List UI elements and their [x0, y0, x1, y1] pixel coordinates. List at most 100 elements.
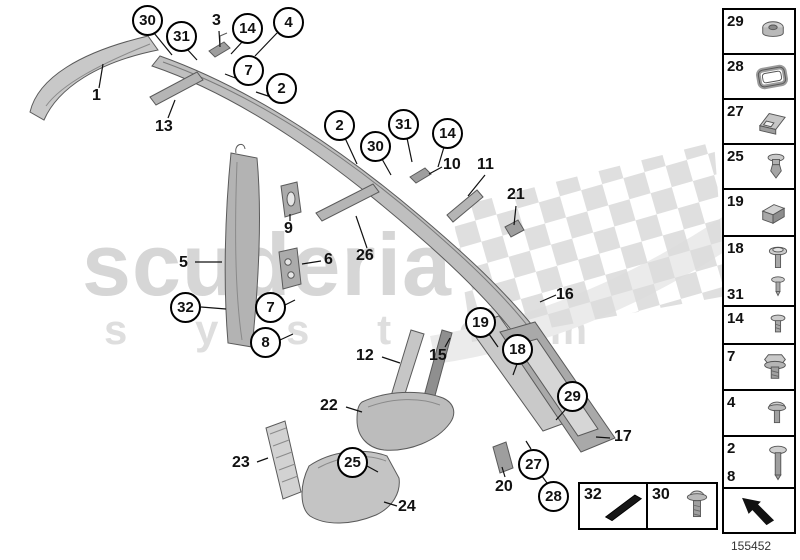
legend-box-arrow — [722, 487, 796, 534]
callout-text: 28 — [545, 488, 562, 505]
part-6-bracket — [278, 247, 302, 290]
part-20-bracket — [492, 441, 514, 474]
callout-circle-4: 4 — [273, 7, 304, 38]
callout-circle-25: 25 — [337, 447, 368, 478]
pin-rivet-icon — [771, 276, 785, 297]
callout-text: 19 — [472, 314, 489, 331]
legend-box-30: 30 — [646, 482, 718, 530]
callout-circle-14-b: 14 — [432, 118, 463, 149]
direction-arrow-icon — [740, 495, 778, 527]
callout-label-5: 5 — [179, 254, 188, 271]
part-6-hole-1 — [284, 258, 292, 266]
callout-circle-30-a: 30 — [132, 5, 163, 36]
callout-text: 14 — [439, 125, 456, 142]
callout-label-10: 10 — [443, 156, 461, 173]
part-1-inner-line — [45, 43, 151, 107]
legend-number: 31 — [727, 286, 744, 303]
legend-number: 8 — [727, 468, 736, 485]
part-13-strip — [149, 71, 204, 106]
callout-circle-31-b: 31 — [388, 109, 419, 140]
callout-circle-7-b: 7 — [255, 292, 286, 323]
part-9-hole — [286, 191, 296, 207]
rivet-icon — [765, 441, 791, 483]
expanding-rivet-icon — [761, 150, 791, 183]
part-5-hook — [235, 143, 246, 154]
callout-text: 32 — [177, 299, 194, 316]
callout-circle-14-a: 14 — [232, 13, 263, 44]
callout-label-17: 17 — [614, 428, 632, 445]
callout-text: 30 — [367, 138, 384, 155]
callout-label-12: 12 — [356, 347, 374, 364]
screw-icon — [682, 487, 712, 525]
part-22-panel — [356, 391, 455, 451]
callout-text: 8 — [261, 334, 270, 351]
legend-box-2-8: 2 8 — [722, 435, 796, 489]
callout-label-16: 16 — [556, 286, 574, 303]
legend-number: 14 — [727, 310, 744, 327]
grommet-icon — [755, 18, 791, 46]
callout-circle-29: 29 — [557, 381, 588, 412]
callout-text: 18 — [509, 341, 526, 358]
part-5-inner-line — [235, 161, 243, 341]
callout-text: 25 — [344, 454, 361, 471]
callout-label-22: 22 — [320, 397, 338, 414]
callout-circle-2-b: 2 — [324, 110, 355, 141]
part-16-inner-line — [162, 61, 535, 335]
legend-box-14: 14 — [722, 305, 796, 345]
legend-box-7: 7 — [722, 343, 796, 391]
legend-number: 4 — [727, 394, 736, 411]
legend-number: 25 — [727, 148, 744, 165]
clip-bracket-icon — [753, 107, 791, 137]
callout-label-23: 23 — [232, 454, 250, 471]
legend-number: 19 — [727, 193, 744, 210]
callout-circle-28: 28 — [538, 481, 569, 512]
leader-lines — [98, 30, 611, 507]
callout-text: 7 — [244, 62, 253, 79]
callout-circle-27: 27 — [518, 449, 549, 480]
part-1-a-pillar-trim — [29, 35, 159, 121]
legend-number: 29 — [727, 13, 744, 30]
flat-head-screw-icon — [765, 243, 791, 299]
small-screw-icon — [765, 310, 791, 340]
callout-text: 27 — [525, 456, 542, 473]
legend-box-28: 28 — [722, 53, 796, 100]
legend-box-27: 27 — [722, 98, 796, 145]
callout-label-6: 6 — [324, 251, 333, 268]
part-26-strip — [315, 183, 380, 222]
callout-label-13: 13 — [155, 118, 173, 135]
legend-number: 32 — [584, 486, 602, 503]
callout-label-21: 21 — [507, 186, 525, 203]
callout-text: 29 — [564, 388, 581, 405]
legend-number: 27 — [727, 103, 744, 120]
trim-clip-icon — [755, 199, 791, 227]
callout-text: 7 — [266, 299, 275, 316]
callout-label-3: 3 — [212, 12, 221, 29]
legend-box-18-31: 18 31 — [722, 235, 796, 307]
callout-circle-18: 18 — [502, 334, 533, 365]
legend-box-19: 19 — [722, 188, 796, 237]
callout-circle-32: 32 — [170, 292, 201, 323]
callout-circle-31-a: 31 — [166, 21, 197, 52]
legend-box-29: 29 — [722, 8, 796, 55]
pan-head-screw-icon — [763, 396, 791, 430]
callout-circle-8: 8 — [250, 327, 281, 358]
callout-label-24: 24 — [398, 498, 416, 515]
callout-label-26: 26 — [356, 247, 374, 264]
callout-circle-19: 19 — [465, 307, 496, 338]
callout-label-11: 11 — [477, 156, 494, 173]
part-11-strip — [446, 189, 484, 223]
part-10-bracket — [409, 167, 432, 184]
drawing-number: 155452 — [731, 539, 772, 553]
callout-text: 31 — [395, 116, 412, 133]
callout-text: 2 — [277, 80, 286, 97]
hex-bolt-icon — [759, 349, 791, 385]
legend-box-25: 25 — [722, 143, 796, 190]
legend-box-32: 32 — [578, 482, 648, 530]
part-22-inner-line — [367, 399, 441, 408]
legend-box-4: 4 — [722, 389, 796, 437]
part-21-clip — [504, 219, 525, 238]
callout-label-15: 15 — [429, 347, 447, 364]
part-12-strip — [390, 329, 425, 401]
callout-text: 4 — [284, 14, 293, 31]
fastener-legend-column: 29 28 27 25 19 — [722, 8, 796, 534]
